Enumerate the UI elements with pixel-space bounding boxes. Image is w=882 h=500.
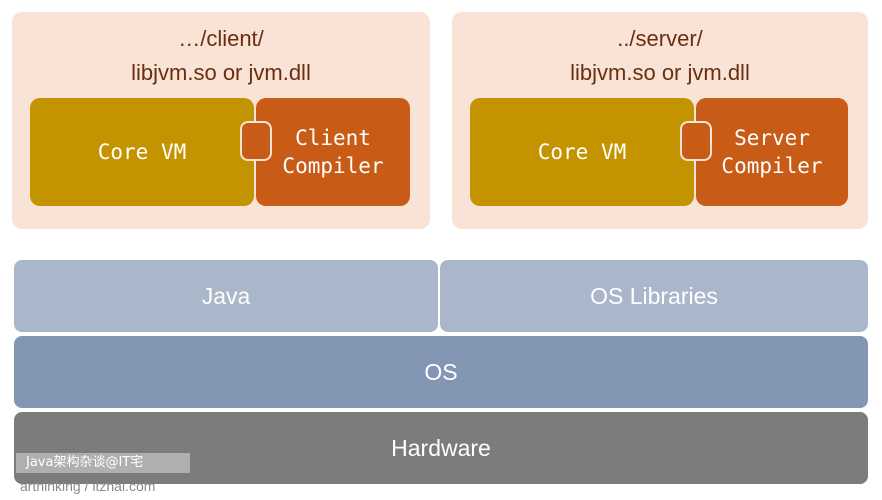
os-label: OS: [424, 358, 458, 385]
watermark-secondary: arthinking / itzhai.com: [20, 478, 156, 494]
client-compiler-block: Client Compiler: [240, 98, 410, 206]
hardware-label: Hardware: [391, 434, 491, 461]
os-libraries-layer: OS Libraries: [440, 260, 868, 332]
server-path-label: ../server/: [617, 26, 703, 51]
server-core-vm-block: Core VM: [470, 98, 694, 206]
client-lib-label: libjvm.so or jvm.dll: [131, 60, 311, 85]
server-panel: ../server/ libjvm.so or jvm.dll Core VM …: [452, 12, 868, 229]
client-compiler-connector: [240, 121, 272, 161]
client-compiler-label: Client Compiler: [282, 126, 384, 178]
os-libraries-label: OS Libraries: [590, 282, 718, 309]
java-layer: Java: [14, 260, 438, 332]
server-core-vm-label: Core VM: [537, 140, 627, 164]
server-lib-label: libjvm.so or jvm.dll: [570, 60, 750, 85]
server-compiler-connector: [680, 121, 712, 161]
server-compiler-label: Server Compiler: [721, 126, 823, 178]
java-layer-label: Java: [201, 282, 251, 309]
os-layer: OS: [14, 336, 868, 408]
server-compiler-block: Server Compiler: [680, 98, 848, 206]
hardware-layer: Hardware: [14, 412, 868, 484]
client-path-label: …/client/: [178, 26, 264, 51]
client-core-vm-label: Core VM: [97, 140, 187, 164]
client-core-vm-block: Core VM: [30, 98, 254, 206]
client-panel: …/client/ libjvm.so or jvm.dll Core VM C…: [12, 12, 430, 229]
watermark-primary: Java架构杂谈@IT宅: [16, 453, 190, 473]
